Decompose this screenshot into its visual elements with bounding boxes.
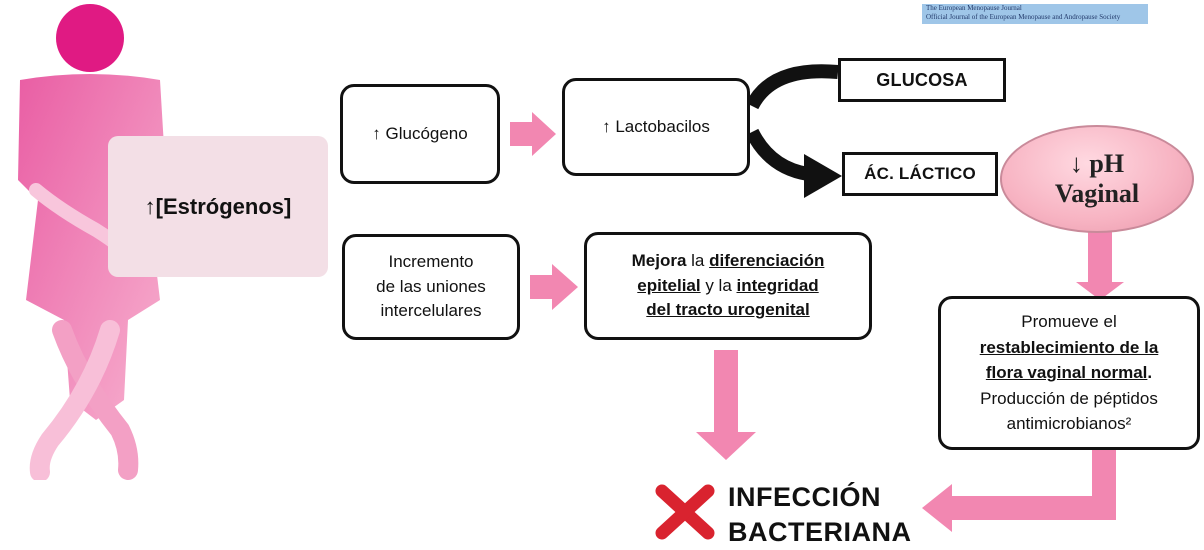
estrogen-label: ↑[Estrógenos] (144, 193, 292, 219)
logo-line-2: Official Journal of the European Menopau… (926, 13, 1121, 21)
arrow-ph-promueve (1076, 232, 1124, 300)
infeccion-line-1: INFECCIÓN (728, 482, 881, 512)
uniones-line-1: Incremento (388, 252, 474, 272)
arrow-glucogeno-lactobacilos (510, 112, 556, 156)
arrow-lactobacilos-lactico (745, 128, 810, 181)
acido-lactico-label: ÁC. LÁCTICO (864, 164, 976, 183)
uniones-line-2: de las uniones (376, 276, 486, 296)
mejora-word: Mejora (631, 251, 687, 271)
promueve-line-1: Promueve el (1021, 312, 1117, 332)
promueve-line-5: antimicrobianos² (1006, 414, 1132, 434)
ph-vaginal-ellipse: ↓ pH Vaginal (1000, 125, 1194, 233)
promueve-line-2: restablecimiento de la (979, 337, 1159, 357)
epitelial-word: epitelial (637, 275, 701, 295)
glucosa-box: GLUCOSA (838, 58, 1006, 102)
promueve-line-3: flora vaginal normal. (986, 360, 1152, 386)
tracto-urogenital-word: del tracto urogenital (646, 300, 810, 320)
lactobacilos-box: ↑ Lactobacilos (562, 78, 750, 176)
mejora-line-1: Mejora la diferenciación (632, 249, 825, 274)
y-la-word: y la (700, 275, 737, 295)
acido-lactico-box: ÁC. LÁCTICO (842, 152, 998, 196)
promueve-line-4: Producción de péptidos (980, 388, 1158, 408)
arrowhead-lactico (804, 154, 842, 198)
estrogen-box: ↑[Estrógenos] (108, 136, 328, 277)
mejora-la: la (686, 251, 710, 271)
glucogeno-label: ↑ Glucógeno (372, 123, 468, 143)
ph-line-2: Vaginal (1054, 179, 1140, 208)
arrow-promueve-infeccion (922, 450, 1116, 532)
journal-logo: The European Menopause Journal Official … (922, 4, 1148, 24)
infeccion-line-2: BACTERIANA (728, 517, 912, 548)
flora-vaginal-normal: flora vaginal normal (985, 363, 1148, 383)
ph-line-1: ↓ pH (1069, 149, 1125, 179)
lactobacilos-label: ↑ Lactobacilos (602, 116, 710, 136)
diferenciacion-word: diferenciación (709, 251, 825, 271)
arrow-uniones-mejora (530, 264, 578, 310)
red-x-icon (655, 484, 715, 540)
uniones-box: Incremento de las uniones intercelulares (342, 234, 520, 340)
glucogeno-box: ↑ Glucógeno (340, 84, 500, 184)
logo-line-1: The European Menopause Journal (926, 4, 1022, 12)
promueve-box: Promueve el restablecimiento de la flora… (938, 296, 1200, 450)
arrow-mejora-infeccion (696, 350, 756, 460)
infeccion-bacteriana-label: INFECCIÓN BACTERIANA (728, 480, 912, 550)
mejora-line-2: epitelial y la integridad (637, 274, 818, 299)
glucosa-label: GLUCOSA (876, 69, 968, 90)
integridad-word: integridad (736, 275, 819, 295)
arrow-lactobacilos-glucosa (745, 64, 839, 110)
promueve-period: . (1147, 363, 1153, 383)
mejora-box: Mejora la diferenciación epitelial y la … (584, 232, 872, 340)
mejora-line-3: del tracto urogenital (646, 298, 809, 323)
uniones-line-3: intercelulares (380, 301, 482, 321)
